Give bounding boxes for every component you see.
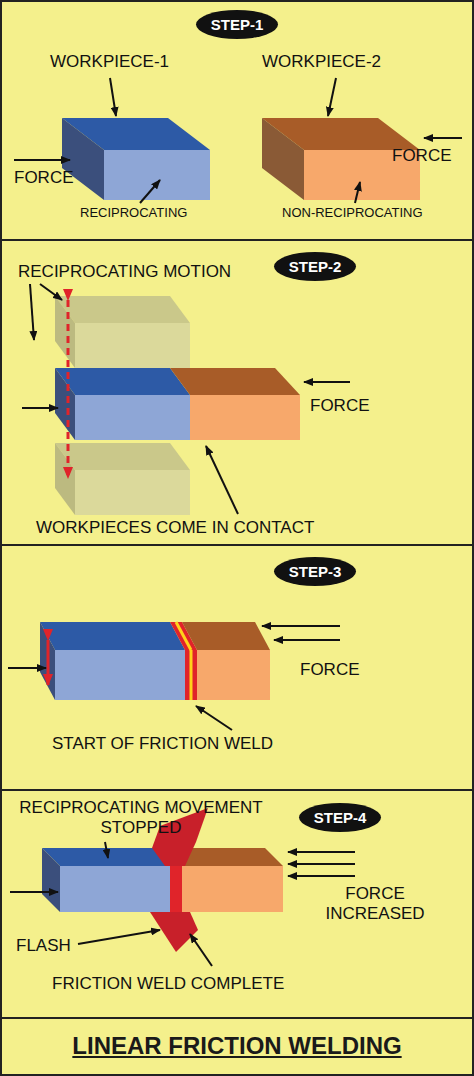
arrows bbox=[14, 78, 462, 203]
callout-label: FRICTION WELD COMPLETE bbox=[52, 974, 284, 994]
callout-label: RECIPROCATING MOVEMENT STOPPED bbox=[10, 798, 272, 837]
callout-label: FORCE bbox=[14, 168, 74, 188]
callout-label: FORCE INCREASED bbox=[300, 884, 450, 923]
workpieces bbox=[55, 368, 300, 440]
callout-label: WORKPIECE-2 bbox=[262, 52, 381, 72]
reciprocating-arrow bbox=[67, 300, 70, 478]
callout-label: START OF FRICTION WELD bbox=[52, 734, 273, 754]
ghost-workpiece bbox=[55, 296, 190, 515]
arrows bbox=[10, 842, 355, 966]
callout-label: FORCE bbox=[300, 660, 360, 680]
workpieces bbox=[40, 622, 270, 700]
step-badge: STEP-3 bbox=[274, 557, 357, 586]
step-badge: STEP-2 bbox=[274, 252, 357, 281]
step-label: STEP-3 bbox=[289, 557, 342, 586]
callout-label: FORCE bbox=[310, 396, 370, 416]
step-badge: STEP-4 bbox=[299, 803, 382, 832]
step-label: STEP-4 bbox=[314, 803, 367, 832]
callout-label: FLASH bbox=[16, 936, 71, 956]
step-label: STEP-1 bbox=[211, 10, 264, 39]
diagram-title: LINEAR FRICTION WELDING bbox=[0, 1032, 474, 1060]
arrows bbox=[22, 284, 350, 514]
callout-label: WORKPIECE-1 bbox=[50, 52, 169, 72]
step-badge: STEP-1 bbox=[196, 10, 279, 39]
callout-label: WORKPIECES COME IN CONTACT bbox=[36, 518, 314, 538]
step-label: STEP-2 bbox=[289, 252, 342, 281]
callout-label: RECIPROCATING bbox=[80, 206, 187, 221]
callout-label: RECIPROCATING MOTION bbox=[18, 262, 231, 282]
callout-label: NON-RECIPROCATING bbox=[282, 206, 423, 221]
arrows bbox=[8, 626, 340, 730]
callout-label: FORCE bbox=[392, 146, 452, 166]
workpiece-1 bbox=[62, 118, 210, 200]
